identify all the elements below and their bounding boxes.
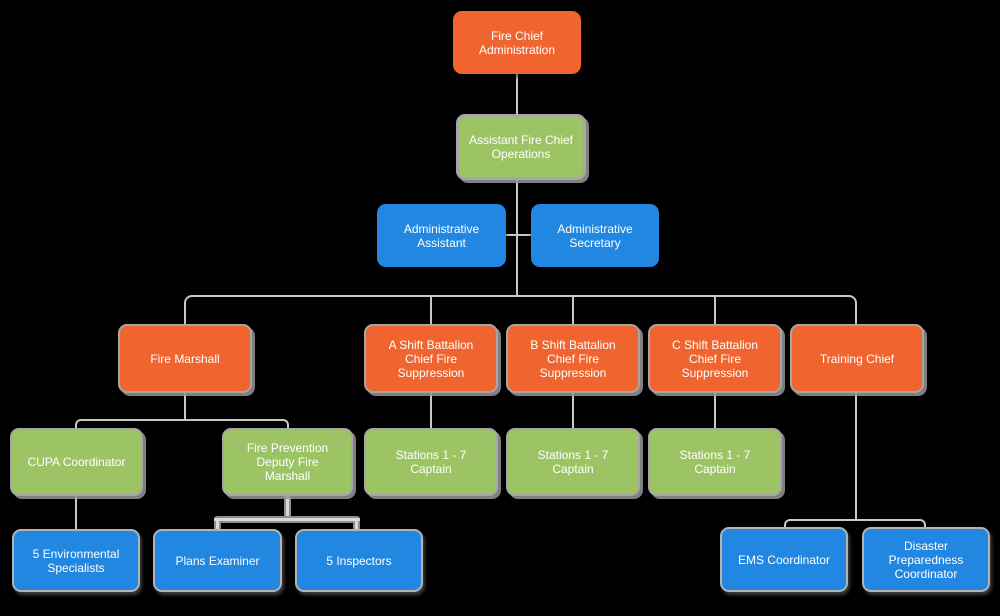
node-assistant-fire-chief-operations[interactable]: Assistant Fire Chief Operations xyxy=(456,114,586,180)
node-stations-1-7-captain-c[interactable]: Stations 1 - 7 Captain xyxy=(648,428,782,496)
node-c-shift-battalion-chief[interactable]: C Shift Battalion Chief Fire Suppression xyxy=(648,324,782,393)
connector-stations-c-stem xyxy=(714,393,716,428)
connector-fireprevention-bracket xyxy=(214,516,360,523)
connector-drop-c-shift xyxy=(714,297,716,324)
node-environmental-specialists[interactable]: 5 Environmental Specialists xyxy=(12,529,140,592)
connector-firechief-assistant xyxy=(516,74,518,115)
connector-marshall-bracket xyxy=(75,419,289,428)
connector-admin-tie xyxy=(506,234,531,236)
connector-marshall-stem xyxy=(184,393,186,419)
node-disaster-preparedness-coordinator[interactable]: Disaster Preparedness Coordinator xyxy=(862,527,990,592)
connector-drop-b-shift xyxy=(572,297,574,324)
node-ems-coordinator[interactable]: EMS Coordinator xyxy=(720,527,848,592)
node-a-shift-battalion-chief[interactable]: A Shift Battalion Chief Fire Suppression xyxy=(364,324,498,393)
node-b-shift-battalion-chief[interactable]: B Shift Battalion Chief Fire Suppression xyxy=(506,324,640,393)
node-administrative-secretary[interactable]: Administrative Secretary xyxy=(531,204,659,267)
connector-cupa-stem xyxy=(75,496,77,529)
node-administrative-assistant[interactable]: Administrative Assistant xyxy=(377,204,506,267)
node-training-chief[interactable]: Training Chief xyxy=(790,324,924,393)
node-fire-chief-administration[interactable]: Fire Chief Administration xyxy=(453,11,581,74)
node-stations-1-7-captain-b[interactable]: Stations 1 - 7 Captain xyxy=(506,428,640,496)
node-stations-1-7-captain-a[interactable]: Stations 1 - 7 Captain xyxy=(364,428,498,496)
connector-assistant-mainline xyxy=(516,179,518,296)
connector-stations-b-stem xyxy=(572,393,574,428)
node-plans-examiner[interactable]: Plans Examiner xyxy=(153,529,282,592)
connector-fireprevention-stem xyxy=(284,496,291,518)
node-fire-marshall[interactable]: Fire Marshall xyxy=(118,324,252,393)
node-fire-prevention-deputy-fire-marshall[interactable]: Fire Prevention Deputy Fire Marshall xyxy=(222,428,353,496)
connector-plansexaminer-drop xyxy=(214,521,221,529)
connector-training-bracket xyxy=(784,519,926,527)
node-cupa-coordinator[interactable]: CUPA Coordinator xyxy=(10,428,143,496)
connector-inspectors-drop xyxy=(353,521,360,529)
connector-training-stem xyxy=(855,393,857,520)
connector-main-bracket xyxy=(184,295,857,324)
connector-drop-a-shift xyxy=(430,297,432,324)
connector-stations-a-stem xyxy=(430,393,432,428)
node-inspectors[interactable]: 5 Inspectors xyxy=(295,529,423,592)
